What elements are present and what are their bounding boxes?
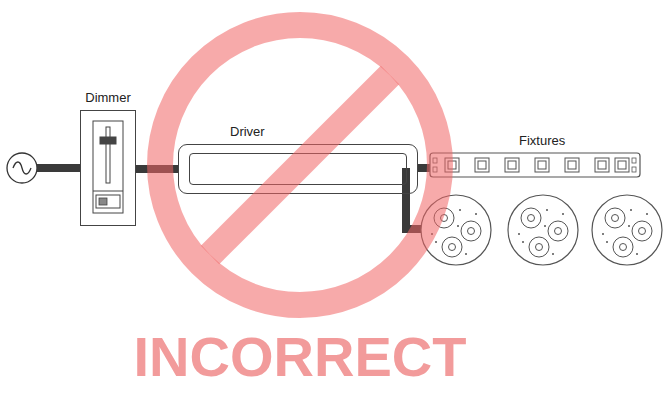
dimmer-slider bbox=[81, 111, 135, 225]
dimmer-node: Dimmer bbox=[80, 90, 136, 226]
node-heading: Driver bbox=[178, 124, 418, 140]
group-label: Fixtures bbox=[519, 134, 565, 148]
watermark: INCORRECT bbox=[134, 326, 467, 388]
dimmer-box bbox=[80, 110, 136, 226]
node-heading: Dimmer bbox=[80, 90, 136, 106]
